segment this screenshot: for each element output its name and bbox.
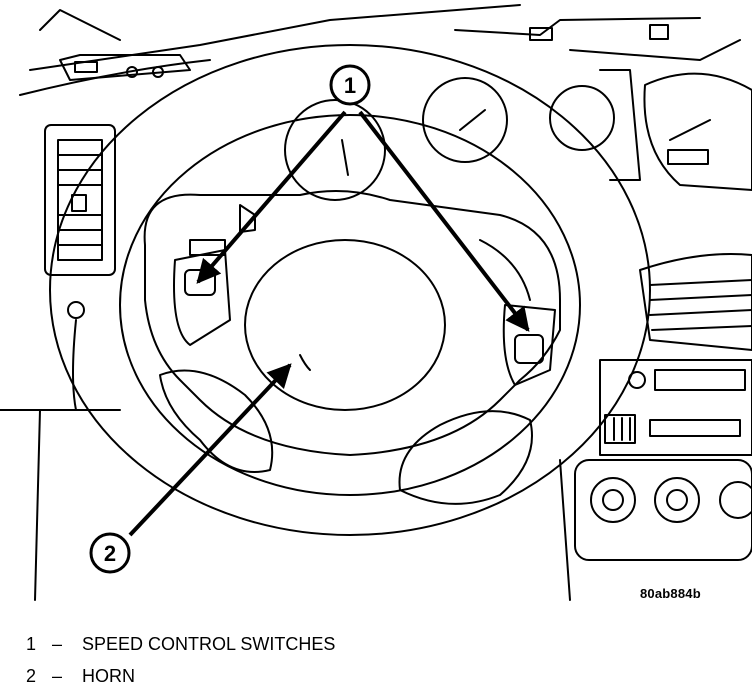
steering-wheel-illustration: 1 2 (0, 4, 752, 601)
legend-item: 1 – SPEED CONTROL SWITCHES (26, 628, 335, 660)
callout-1: 1 (329, 64, 371, 106)
right-air-vent (639, 253, 752, 351)
legend-item-number: 2 (26, 665, 37, 686)
left-air-vent (44, 124, 116, 276)
dash-top-line (29, 4, 521, 71)
arrow-1-to-left-switch (196, 110, 347, 284)
climate-controls (574, 459, 752, 561)
legend-item-text: SPEED CONTROL SWITCHES (82, 633, 336, 654)
figure-code: 80ab884b (640, 586, 701, 601)
callout-arrows (128, 110, 530, 537)
legend-item-number: 1 (26, 633, 37, 654)
arrow-1-to-right-switch (358, 110, 530, 332)
legend-item-separator: – (52, 665, 63, 686)
legend-item-text: HORN (82, 665, 135, 686)
radio-panel (599, 359, 752, 456)
arrow-2-to-horn (128, 363, 292, 537)
steering-wheel-rim (49, 44, 651, 536)
callout-2: 2 (89, 532, 131, 574)
left-switch-pod (173, 249, 231, 346)
legend-item-separator: – (52, 633, 63, 654)
callout-2-label: 2 (104, 541, 116, 566)
dash-upper-panel (19, 59, 211, 96)
steering-wheel-hub (143, 190, 561, 505)
instrument-gauges (284, 69, 752, 201)
callout-1-label: 1 (344, 73, 356, 98)
legend: 1 – SPEED CONTROL SWITCHES 2 – HORN (26, 628, 335, 692)
legend-item: 2 – HORN (26, 660, 335, 692)
right-switch-pod (502, 304, 556, 386)
